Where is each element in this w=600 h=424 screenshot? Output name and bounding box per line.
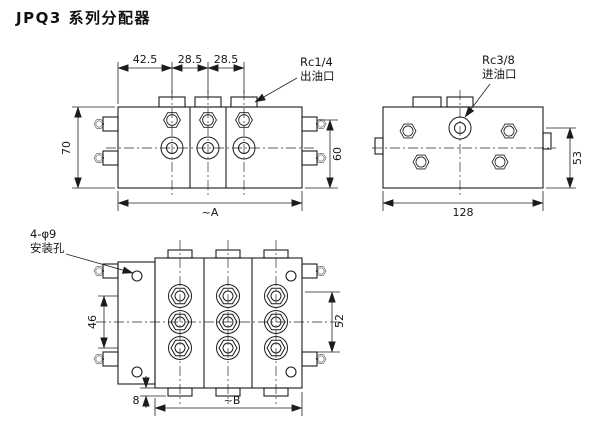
dim-28-5-b: 28.5 — [214, 53, 239, 66]
outlet-plug — [163, 112, 181, 128]
drawing-title: JPQ3 系列分配器 — [16, 9, 151, 27]
top-boss — [446, 96, 474, 108]
dim-width-b: ~B — [224, 394, 241, 407]
dim-70: 70 — [60, 141, 73, 155]
boss-strip — [215, 249, 241, 259]
dim-52: 52 — [333, 314, 346, 328]
top-boss — [412, 96, 442, 108]
mounting-hole — [131, 270, 143, 282]
top-boss — [194, 96, 222, 108]
inlet-label-line2: 进油口 — [482, 67, 517, 81]
dim-60: 60 — [331, 147, 344, 161]
front-body — [117, 106, 303, 189]
hex-plug — [412, 154, 430, 170]
side-tab — [301, 263, 318, 279]
side-dimensions: 128 53 — [382, 127, 584, 219]
side-tab — [102, 351, 119, 367]
outlet-callout: Rc1/4 出油口 — [254, 55, 335, 103]
side-tab — [301, 351, 318, 367]
hex-plug — [491, 154, 509, 170]
end-plate — [117, 261, 156, 385]
side-tab — [374, 137, 384, 155]
mounting-hole — [285, 270, 297, 282]
dim-42-5: 42.5 — [133, 53, 158, 66]
outlet-label-line2: 出油口 — [300, 69, 335, 83]
dim-128: 128 — [453, 206, 474, 219]
inlet-leader-arrow — [464, 83, 491, 118]
side-tab — [542, 132, 552, 150]
mounting-hole — [131, 366, 143, 378]
top-boss — [158, 96, 186, 108]
side-tab — [301, 116, 318, 132]
dim-8: 8 — [133, 394, 140, 407]
inlet-label-line1: Rc3/8 — [482, 53, 515, 67]
outlet-leader-arrow — [254, 77, 298, 103]
outlet-plug — [199, 112, 217, 128]
boss-strip — [167, 249, 193, 259]
front-dimensions: 42.5 28.5 28.5 70 60 ~A — [60, 53, 344, 219]
front-view — [93, 90, 327, 196]
boss-strip — [263, 249, 289, 259]
dim-width-a: ~A — [202, 206, 219, 219]
boss-strip — [167, 387, 193, 397]
plan-view — [93, 240, 340, 404]
mounting-holes-callout: 4-φ9 安装孔 — [30, 227, 134, 274]
side-tab — [102, 263, 119, 279]
mounting-hole — [285, 366, 297, 378]
dim-28-5-a: 28.5 — [178, 53, 203, 66]
holes-label-line2: 安装孔 — [30, 241, 65, 255]
side-body — [382, 106, 544, 189]
outlet-label-line1: Rc1/4 — [300, 55, 333, 69]
side-view — [372, 90, 556, 196]
boss-strip — [263, 387, 289, 397]
holes-label-line1: 4-φ9 — [30, 227, 56, 241]
dim-46: 46 — [86, 315, 99, 329]
plan-dimensions: 46 52 ~B 8 — [86, 291, 346, 416]
side-tab — [102, 150, 119, 166]
plan-body — [154, 257, 303, 389]
hex-plug — [399, 123, 417, 139]
inlet-callout: Rc3/8 进油口 — [464, 53, 517, 118]
dim-53: 53 — [571, 151, 584, 165]
boss-strip — [215, 387, 241, 397]
outlet-plug — [235, 112, 253, 128]
side-tab — [102, 116, 119, 132]
holes-leader-arrow — [65, 253, 134, 274]
hex-plug — [500, 123, 518, 139]
side-tab — [301, 150, 318, 166]
